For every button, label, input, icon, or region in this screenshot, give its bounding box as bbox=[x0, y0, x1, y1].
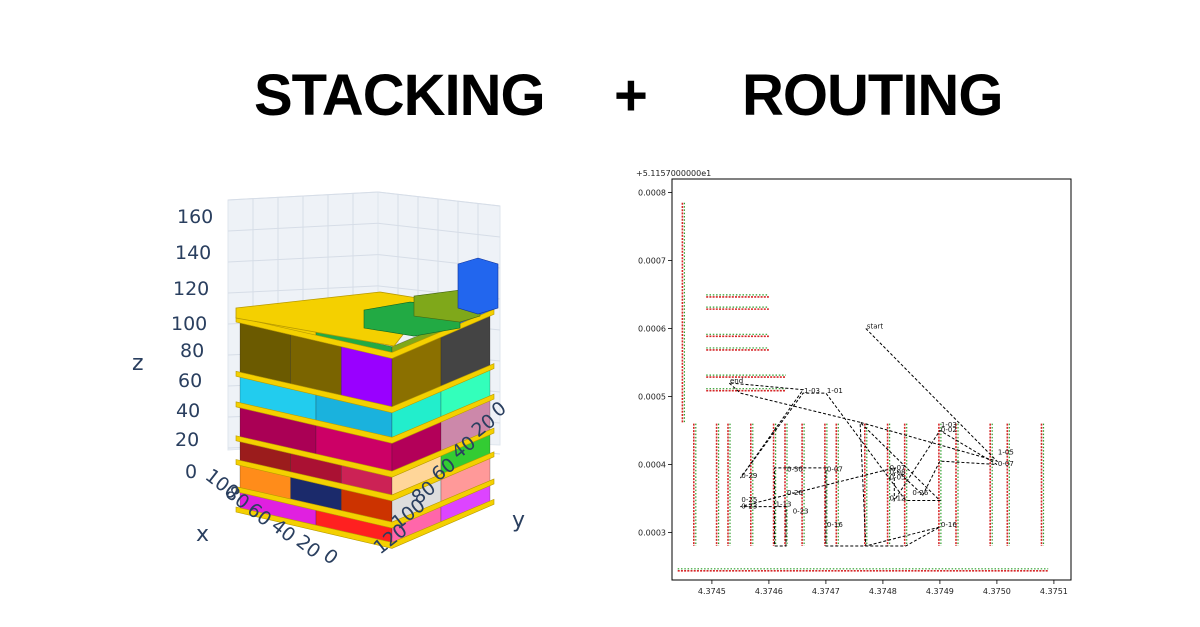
z-tick-label: 60 bbox=[178, 370, 202, 392]
route-annotation: 0-29 bbox=[741, 472, 757, 480]
z-tick-label: 20 bbox=[175, 429, 199, 451]
y-axis-title: y bbox=[512, 508, 525, 533]
y-tick-label: 0.0005 bbox=[638, 392, 666, 401]
route-annotation: 1-01 bbox=[827, 387, 843, 395]
route-annotation: 0-08 bbox=[890, 469, 906, 477]
route-annotation: 0-07 bbox=[998, 460, 1014, 468]
y-tick-label: 0.0003 bbox=[638, 528, 666, 537]
pallet-slab bbox=[235, 393, 495, 444]
stacking-title: STACKING bbox=[254, 63, 546, 128]
z-tick-label: 160 bbox=[177, 206, 213, 228]
x-tick-label: 4.3751 bbox=[1040, 587, 1068, 596]
route-annotation: 1-05 bbox=[998, 448, 1014, 456]
y-tick-label: 0.0008 bbox=[638, 189, 666, 198]
route-annotation: start bbox=[867, 323, 884, 331]
x-tick-label: 4.3747 bbox=[812, 587, 840, 596]
z-tick-label: 100 bbox=[171, 313, 207, 335]
pallet-slab bbox=[235, 363, 495, 414]
route-annotation: 0-26 bbox=[912, 489, 928, 497]
z-tick-label: 80 bbox=[180, 340, 204, 362]
pallet-slab bbox=[235, 478, 495, 529]
x-tick-label: 4.3745 bbox=[698, 587, 726, 596]
aisle-markers bbox=[677, 202, 1049, 572]
route-annotation: 0-26 bbox=[787, 489, 803, 497]
z-tick-label: 120 bbox=[173, 278, 209, 300]
route-annotation: 0-05 bbox=[890, 473, 906, 481]
x-tick-label: 4.3749 bbox=[926, 587, 954, 596]
y-tick-label: 0.0007 bbox=[638, 257, 666, 266]
z-tick-label: 140 bbox=[175, 242, 211, 264]
pallet-layers bbox=[235, 257, 499, 549]
x-tick-label: 4.3748 bbox=[869, 587, 897, 596]
route-annotation: 0-02 bbox=[941, 426, 957, 434]
pallet-slab bbox=[235, 498, 495, 549]
stack-box bbox=[457, 257, 499, 315]
route-annotation: 0-07 bbox=[890, 464, 906, 472]
pallet-slab bbox=[235, 451, 495, 502]
x-tick-label: 4.3750 bbox=[983, 587, 1011, 596]
route-annotation: 0-12 bbox=[890, 494, 906, 502]
route-annotation: 0-25 bbox=[741, 496, 757, 504]
route-annotation: 1-03 bbox=[804, 387, 820, 395]
pallet-slab bbox=[235, 427, 495, 478]
route-annotation: 0-23 bbox=[793, 507, 809, 515]
routing-title: ROUTING bbox=[742, 63, 1003, 128]
route-annotation: end bbox=[730, 377, 743, 385]
route-annotation: 0-30 bbox=[787, 465, 803, 473]
pallet-slab bbox=[235, 308, 495, 359]
z-axis-ticks: 160 140 120 100 80 60 40 20 0 bbox=[171, 206, 213, 483]
x-axis-title: x bbox=[196, 522, 209, 547]
x-ticks: 4.3745 4.3746 4.3747 4.3748 4.3749 4.3750 4.37… bbox=[698, 580, 1068, 596]
plus-sign: + bbox=[614, 63, 648, 128]
offset-label: +5.1157000000e1 bbox=[636, 169, 711, 178]
plot-frame bbox=[671, 178, 1072, 581]
route-path bbox=[727, 328, 999, 547]
y-ticks: 0.0008 0.0007 0.0006 0.0005 0.0004 0.0003 bbox=[638, 189, 672, 537]
route-annotation: 1-13 bbox=[776, 501, 792, 509]
route-annotation: 0-16 bbox=[827, 521, 843, 529]
grid-line bbox=[227, 191, 379, 201]
route-annotation: 0-23 bbox=[741, 503, 757, 511]
z-tick-label: 40 bbox=[176, 400, 200, 422]
route-annotation: 0-07 bbox=[827, 465, 843, 473]
route-annotation: 1-03 bbox=[941, 421, 957, 429]
route-line bbox=[727, 328, 999, 547]
route-annotation: 0-16 bbox=[941, 521, 957, 529]
x-tick-label: 4.3746 bbox=[755, 587, 783, 596]
y-tick-label: 0.0006 bbox=[638, 325, 666, 334]
z-tick-label: 0 bbox=[185, 461, 197, 483]
y-tick-label: 0.0004 bbox=[638, 460, 666, 469]
z-axis-title: z bbox=[132, 351, 144, 376]
